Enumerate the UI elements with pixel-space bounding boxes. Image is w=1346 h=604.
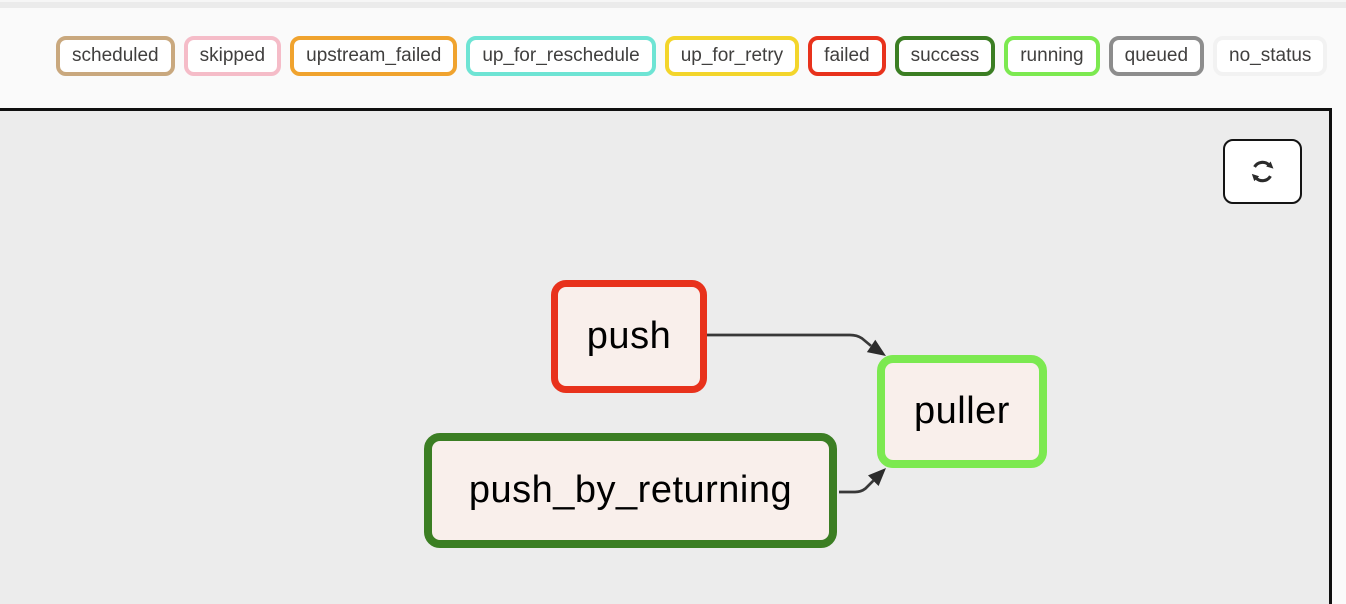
status-badge[interactable]: up_for_reschedule: [466, 36, 656, 76]
top-divider-strip: [0, 0, 1346, 8]
status-badge[interactable]: running: [1004, 36, 1100, 76]
status-badge[interactable]: queued: [1108, 36, 1205, 76]
refresh-icon: [1251, 160, 1274, 183]
status-badge[interactable]: success: [894, 36, 996, 76]
status-badge[interactable]: failed: [808, 36, 886, 76]
status-badge[interactable]: up_for_retry: [664, 36, 800, 76]
status-badge[interactable]: upstream_failed: [290, 36, 458, 76]
task-node-puller[interactable]: puller: [877, 355, 1047, 468]
status-badge[interactable]: scheduled: [56, 36, 175, 76]
task-node-push-by-returning[interactable]: push_by_returning: [424, 433, 837, 548]
status-badge[interactable]: skipped: [183, 36, 282, 76]
status-badge[interactable]: no_status: [1213, 36, 1328, 76]
task-node-push[interactable]: push: [551, 280, 707, 393]
refresh-button[interactable]: [1223, 139, 1302, 204]
